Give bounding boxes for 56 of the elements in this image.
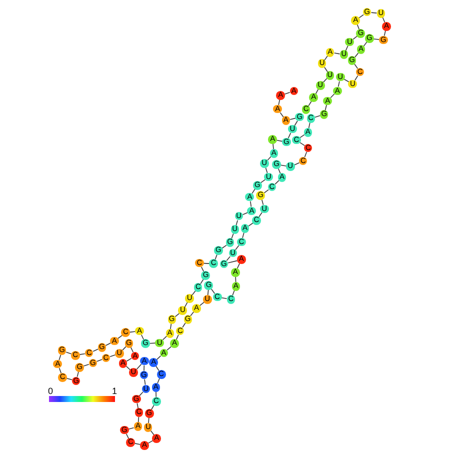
backbone-line (242, 232, 244, 238)
backbone-line (144, 364, 145, 372)
backbone-line (128, 427, 134, 430)
backbone-line (276, 140, 283, 142)
backbone-line (170, 323, 172, 330)
backbone-line (264, 189, 269, 194)
backbone-line (272, 143, 274, 150)
backbone-line (288, 132, 292, 139)
backbone-line (138, 392, 144, 396)
backbone-line (96, 359, 102, 362)
scale-tick-label: 1 (112, 386, 118, 396)
backbone-line (144, 378, 146, 386)
backbone-line (66, 378, 72, 380)
backbone-line (280, 164, 287, 166)
backbone-line (373, 38, 380, 40)
backbone-line (324, 104, 327, 111)
backbone-line (324, 66, 328, 72)
backbone-line (210, 288, 216, 294)
backbone-line (250, 200, 252, 208)
backbone-line (314, 115, 320, 118)
backbone-line (308, 122, 310, 128)
backbone-line (228, 260, 238, 264)
backbone-line (265, 167, 268, 174)
backbone-line (322, 78, 328, 83)
backbone-line (370, 12, 378, 14)
backbone-line (130, 331, 136, 333)
backbone-line (66, 352, 72, 354)
backbone-line (226, 256, 231, 262)
backbone-line (334, 52, 340, 54)
backbone-line (284, 92, 290, 94)
backbone-line (83, 364, 90, 366)
backbone-line (344, 78, 350, 82)
backbone-line (92, 348, 98, 352)
backbone-line (207, 289, 209, 296)
backbone-line (138, 416, 140, 423)
backbone-line (354, 75, 358, 81)
backbone-line (126, 358, 132, 362)
backbone-line (261, 199, 264, 206)
backbone-line (79, 353, 86, 355)
backbone-line (338, 80, 340, 87)
backbone-line (235, 245, 240, 250)
backbone-line (58, 368, 62, 374)
backbone-line (278, 99, 280, 106)
backbone-line (304, 152, 308, 158)
backbone-line (76, 371, 79, 378)
backbone-line (294, 120, 298, 126)
backbone-line (203, 262, 210, 264)
backbone-line (156, 391, 157, 398)
backbone-line (280, 112, 284, 118)
scale-tick-label: 0 (48, 386, 54, 396)
backbone-line (156, 366, 160, 372)
backbone-line (134, 443, 141, 445)
backbone-line (58, 354, 62, 360)
backbone-line (156, 355, 162, 360)
backbone-line (221, 297, 228, 300)
backbone-line (110, 354, 116, 357)
